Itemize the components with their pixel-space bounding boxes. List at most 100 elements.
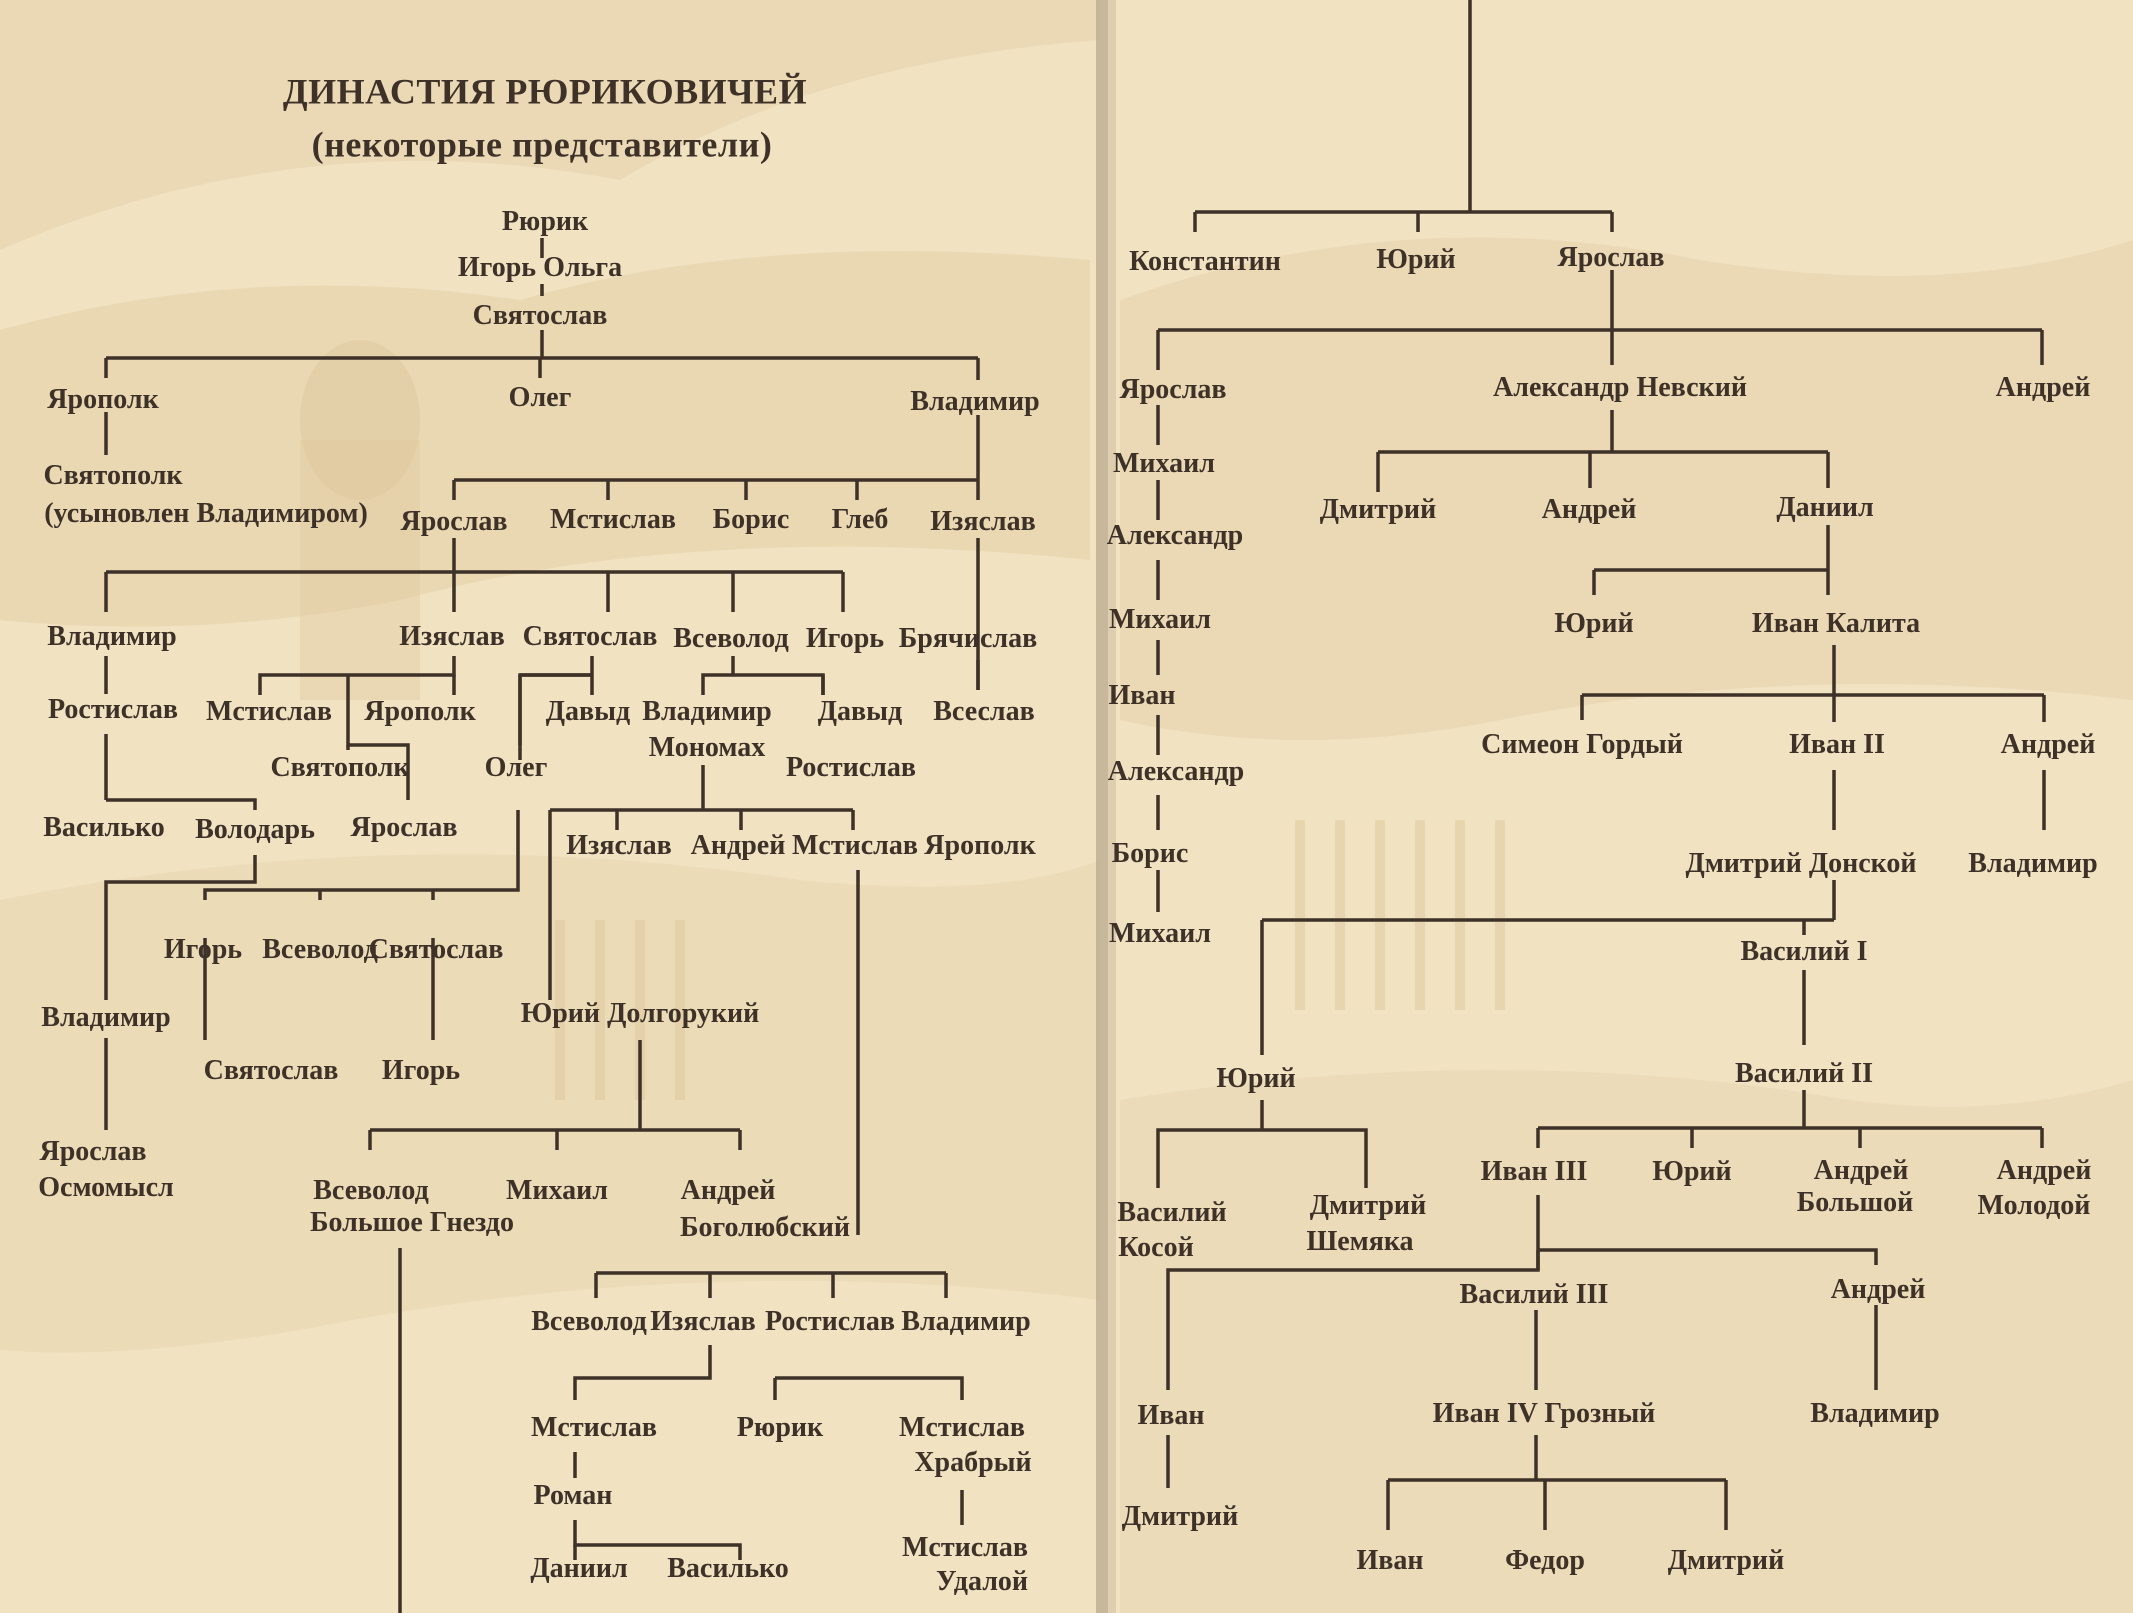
node-aleksandr-2: Александр — [1107, 755, 1245, 787]
node-mstislav-2: Мстислав — [206, 695, 332, 727]
node-vasilko-2: Василько — [667, 1552, 789, 1584]
node-kosoy-2: Косой — [1118, 1231, 1194, 1263]
node-vladimir-6: Владимир — [1810, 1397, 1940, 1429]
node-vladimir-2: Владимир — [47, 620, 177, 652]
node-yaroslav-3: Ярослав — [1557, 241, 1665, 273]
node-osmomysl-2: Осмомысл — [38, 1171, 174, 1203]
node-andrey-5: Андрей — [1830, 1273, 1926, 1305]
node-rurik-2: Рюрик — [736, 1411, 824, 1443]
node-vsevolod-2: Всеволод — [262, 933, 378, 965]
node-oleg-1: Олег — [508, 381, 572, 413]
node-vladimir-4: Владимир — [901, 1305, 1031, 1337]
node-rostislav-1: Ростислав — [48, 693, 178, 725]
node-andrey-m-2: Молодой — [1977, 1189, 2091, 1221]
node-daniil-2: Даниил — [1776, 491, 1874, 523]
node-donskoy: Дмитрий Донской — [1685, 847, 1917, 879]
node-vasily-1: Василий I — [1740, 935, 1868, 967]
node-andrey-2: Андрей — [1995, 371, 2091, 403]
node-oleg-2: Олег — [484, 751, 548, 783]
node-ivan-2: Иван II — [1789, 728, 1885, 760]
node-yuri-5: Юрий — [1652, 1155, 1732, 1187]
node-nevsky: Александр Невский — [1493, 371, 1747, 403]
node-svyatoslav: Святослав — [472, 299, 608, 331]
node-svyatoslav-4: Святослав — [203, 1054, 339, 1086]
node-dmitry-1: Дмитрий — [1319, 493, 1437, 525]
node-aleksandr-1: Александр — [1106, 519, 1244, 551]
node-yaropolk-2: Ярополк — [364, 695, 476, 727]
node-yuri-2: Юрий — [1376, 243, 1456, 275]
node-igor-3: Игорь — [381, 1054, 461, 1086]
node-yaropolk-1: Ярополк — [47, 383, 159, 415]
node-vsevolod-bg-1: Всеволод — [313, 1174, 429, 1206]
node-vladimir-3: Владимир — [41, 1001, 171, 1033]
node-udaloy-2: Удалой — [935, 1565, 1029, 1597]
node-ivan-5: Иван — [1356, 1544, 1424, 1576]
node-rostislav-2: Ростислав — [786, 751, 916, 783]
node-mikhail-1: Михаил — [505, 1174, 609, 1206]
node-daniil-1: Даниил — [530, 1552, 628, 1584]
node-grozny: Иван IV Грозный — [1432, 1397, 1656, 1429]
node-vladimir-1: Владимир — [910, 385, 1040, 417]
node-vsevolod-1: Всеволод — [673, 622, 789, 654]
node-andrey-b-1: Андрей — [1813, 1154, 1909, 1186]
node-vasily-2: Василий II — [1734, 1057, 1874, 1089]
node-dmitry-2: Дмитрий — [1121, 1500, 1239, 1532]
node-svyatopolk-1: Святополк — [43, 459, 183, 491]
node-yaroslav-2: Ярослав — [350, 811, 458, 843]
node-yaroslav-mudry: Ярослав — [400, 505, 508, 537]
node-dmitry-3: Дмитрий — [1667, 1544, 1785, 1576]
node-gleb-1: Глеб — [831, 503, 889, 535]
node-svyatoslav-3: Святослав — [368, 933, 504, 965]
node-shemyaka-1: Дмитрий — [1309, 1189, 1427, 1221]
node-khrabry-2: Храбрый — [914, 1446, 1032, 1478]
node-igor-2: Игорь — [163, 933, 243, 965]
node-bogolyubsky-1: Андрей — [680, 1174, 776, 1206]
node-kalita: Иван Калита — [1751, 607, 1921, 639]
node-osmomysl-1: Ярослав — [39, 1135, 147, 1167]
node-izyaslav-3: Изяслав — [566, 829, 672, 861]
node-svyatoslav-2: Святослав — [522, 620, 658, 652]
node-svyatopolk-1-note: (усыновлен Владимиром) — [44, 497, 368, 529]
node-andrey-b-2: Большой — [1796, 1186, 1914, 1218]
node-ivan-4: Иван — [1137, 1399, 1205, 1431]
node-fedor: Федор — [1505, 1544, 1585, 1576]
node-andrey-4: Андрей — [2000, 728, 2096, 760]
node-monomakh-2: Мономах — [648, 731, 766, 763]
node-yuri-3: Юрий — [1554, 607, 1634, 639]
node-vasilko-1: Василько — [43, 811, 165, 843]
node-konstantin: Константин — [1129, 245, 1281, 277]
node-bogolyubsky-2: Боголюбский — [679, 1211, 851, 1243]
node-ivan-3: Иван III — [1480, 1155, 1588, 1187]
node-yuri-4: Юрий — [1216, 1062, 1296, 1094]
node-vasily-3: Василий III — [1459, 1278, 1609, 1310]
node-shemyaka-2: Шемяка — [1306, 1225, 1414, 1257]
node-roman: Роман — [533, 1479, 613, 1511]
node-vsevolod-3: Всеволод — [531, 1305, 647, 1337]
node-igor-1: Игорь — [805, 622, 885, 654]
node-rurik: Рюрик — [501, 205, 589, 237]
node-andrey-m-1: Андрей — [1996, 1154, 2092, 1186]
node-yuri-dolgoruky: Юрий Долгорукий — [520, 997, 760, 1029]
node-udaloy-1: Мстислав — [902, 1531, 1028, 1563]
node-simeon: Симеон Гордый — [1481, 728, 1683, 760]
node-svyatopolk-2: Святополк — [270, 751, 410, 783]
node-davyd-2: Давыд — [817, 695, 903, 727]
page-subtitle: (некоторые представители) — [311, 124, 773, 165]
node-davyd-1: Давыд — [545, 695, 631, 727]
node-bryachislav: Брячислав — [898, 622, 1038, 654]
node-kosoy-1: Василий — [1117, 1196, 1227, 1228]
node-andrey-3: Андрей — [1541, 493, 1637, 525]
node-izyaslav-4: Изяслав — [650, 1305, 756, 1337]
node-khrabry-1: Мстислав — [899, 1411, 1025, 1443]
node-vsevolod-bg-2: Большое Гнездо — [310, 1206, 514, 1238]
node-andrey-1: Андрей — [690, 829, 786, 861]
node-vladimir-5: Владимир — [1968, 847, 2098, 879]
node-mstislav-1: Мстислав — [550, 503, 676, 535]
node-mstislav-4: Мстислав — [531, 1411, 657, 1443]
node-volodar: Володарь — [195, 813, 315, 845]
node-izyaslav-2: Изяслав — [399, 620, 505, 652]
node-yaropolk-3: Ярополк — [924, 829, 1036, 861]
node-vseslav: Всеслав — [933, 695, 1035, 727]
